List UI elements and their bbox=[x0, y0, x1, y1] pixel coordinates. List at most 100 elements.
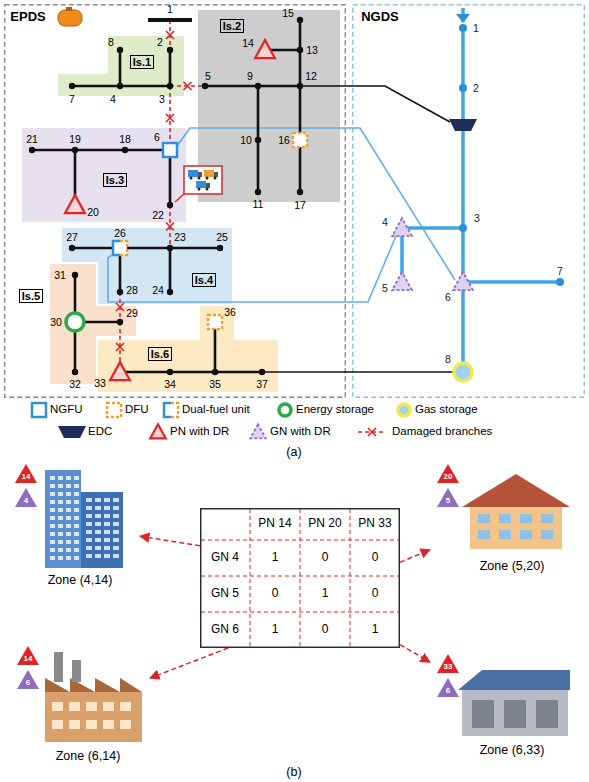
window bbox=[50, 476, 55, 480]
zone-badge bbox=[17, 646, 39, 665]
gas-storage-symbol bbox=[454, 363, 472, 381]
badge-number: 6 bbox=[26, 678, 30, 687]
window bbox=[103, 720, 114, 729]
bus-dot bbox=[212, 369, 218, 375]
window bbox=[74, 540, 79, 544]
window bbox=[74, 524, 79, 528]
bus-number: 36 bbox=[224, 306, 236, 318]
bus-number: 10 bbox=[240, 134, 252, 146]
panel-title: NGDS bbox=[361, 10, 399, 25]
window bbox=[104, 498, 110, 502]
bus-number: 19 bbox=[69, 133, 81, 145]
power-line bbox=[215, 371, 262, 374]
bus-dot bbox=[72, 147, 78, 153]
window bbox=[86, 514, 92, 518]
power-line bbox=[32, 149, 75, 152]
window bbox=[66, 524, 71, 528]
window bbox=[86, 522, 92, 526]
table-rule bbox=[201, 540, 399, 541]
window bbox=[50, 516, 55, 520]
gn-dr-symbol bbox=[392, 272, 412, 290]
power-line bbox=[170, 371, 215, 374]
bus-number: 22 bbox=[152, 209, 164, 221]
window bbox=[104, 554, 110, 558]
window bbox=[66, 492, 71, 496]
bus-number: 29 bbox=[126, 307, 138, 319]
power-line bbox=[205, 85, 258, 88]
gas-node bbox=[459, 24, 467, 32]
bus-dot bbox=[167, 369, 173, 375]
bus-number: 15 bbox=[282, 7, 294, 19]
power-line bbox=[75, 149, 125, 152]
dual-fuel-symbol bbox=[120, 241, 127, 255]
window bbox=[478, 514, 490, 523]
bus-number: 32 bbox=[69, 378, 81, 390]
zone-badge bbox=[15, 488, 37, 507]
bus-bar bbox=[148, 18, 192, 22]
legend-text: Dual-fuel unit bbox=[182, 403, 250, 416]
dashed-arrow bbox=[400, 645, 430, 663]
incidence-matrix: PN 14PN 20PN 33GN 4100GN 5010GN 6101 bbox=[200, 508, 400, 648]
badge-number: 5 bbox=[446, 496, 450, 505]
bus-dot bbox=[297, 83, 303, 89]
table-rule bbox=[201, 612, 399, 613]
dfu-symbol bbox=[107, 403, 121, 417]
power-line bbox=[299, 20, 302, 50]
truck-icon bbox=[214, 172, 218, 177]
island-label: Is.2 bbox=[220, 19, 244, 34]
window bbox=[520, 514, 532, 523]
table-cell: GN 4 bbox=[211, 551, 239, 565]
power-line bbox=[169, 50, 172, 86]
node-outline bbox=[352, 4, 585, 398]
window bbox=[104, 506, 110, 510]
zone-label: Zone (5,20) bbox=[480, 559, 545, 573]
window bbox=[113, 546, 119, 550]
bus-dot bbox=[255, 189, 261, 195]
window bbox=[541, 530, 553, 539]
tank-icon bbox=[66, 7, 72, 11]
window bbox=[104, 546, 110, 550]
house bbox=[470, 505, 562, 549]
power-line bbox=[257, 140, 260, 192]
badge-number: 14 bbox=[24, 654, 33, 663]
gas-pipe bbox=[461, 282, 465, 372]
house-roof bbox=[462, 474, 570, 507]
dual-fuel-symbol bbox=[113, 241, 127, 255]
legend-text: Gas storage bbox=[415, 403, 478, 416]
dashed-arrow bbox=[150, 648, 228, 678]
bus-number: 2 bbox=[157, 36, 163, 48]
ngfu-symbol bbox=[163, 143, 177, 157]
badge-number: 14 bbox=[22, 472, 31, 481]
window bbox=[58, 484, 63, 488]
zone-label: Zone (6,33) bbox=[480, 743, 545, 757]
node-border bbox=[201, 509, 400, 648]
table-cell: PN 33 bbox=[358, 517, 391, 531]
bus-number: 23 bbox=[174, 231, 186, 243]
bus-number: 26 bbox=[114, 227, 126, 239]
power-line bbox=[120, 371, 170, 374]
bus-dot bbox=[72, 272, 78, 278]
window bbox=[74, 508, 79, 512]
bus-number: 24 bbox=[152, 284, 164, 296]
window bbox=[58, 508, 63, 512]
window bbox=[66, 556, 71, 560]
gas-node-number: 6 bbox=[445, 291, 451, 303]
badge-number: 33 bbox=[444, 662, 453, 671]
legend-text: NGFU bbox=[50, 403, 83, 416]
window bbox=[58, 492, 63, 496]
bus-number: 13 bbox=[306, 44, 318, 56]
island-label: Is.1 bbox=[130, 55, 154, 70]
legend-text: GN with DR bbox=[270, 425, 331, 438]
bus-number: 1 bbox=[167, 3, 173, 15]
window bbox=[74, 492, 79, 496]
truck-icon bbox=[206, 188, 209, 191]
bus-number: 27 bbox=[66, 231, 78, 243]
window bbox=[66, 540, 71, 544]
truck-icon bbox=[214, 177, 217, 180]
truck-icon bbox=[188, 170, 198, 177]
window bbox=[50, 484, 55, 488]
bus-dot bbox=[297, 17, 303, 23]
bus-dot bbox=[297, 47, 303, 53]
island-area bbox=[22, 128, 186, 222]
power-line bbox=[169, 248, 172, 292]
